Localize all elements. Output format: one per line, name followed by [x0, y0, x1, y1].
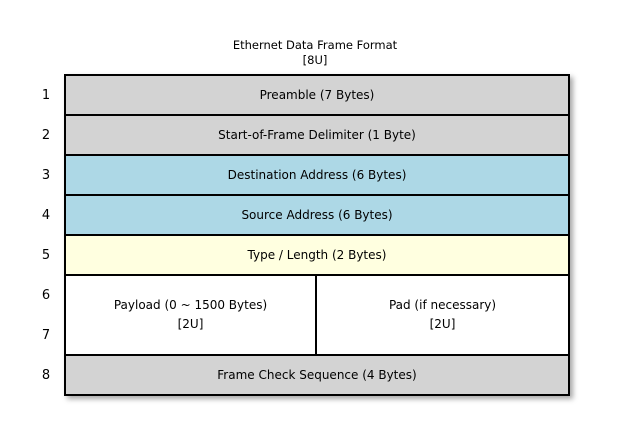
pad-units: [2U] — [429, 317, 456, 331]
row-number: 7 — [41, 328, 51, 343]
row-number: 6 — [41, 288, 51, 303]
row-number: 5 — [41, 247, 51, 263]
payload-label: Payload (0 ~ 1500 Bytes) — [113, 298, 268, 312]
row-label: Type / Length (2 Bytes) — [247, 248, 387, 262]
diagram-title: Ethernet Data Frame Format — [232, 38, 398, 52]
row-number: 1 — [41, 87, 51, 103]
pad-cell: Pad (if necessary) [2U] — [317, 276, 568, 354]
row-type-length: 5 Type / Length (2 Bytes) — [42, 236, 568, 276]
row-frame-check-sequence: 8 Frame Check Sequence (4 Bytes) — [42, 356, 568, 394]
row-label: Destination Address (6 Bytes) — [227, 168, 407, 182]
diagram-subtitle: [8U] — [302, 53, 328, 67]
row-source-address: 4 Source Address (6 Bytes) — [42, 196, 568, 236]
diagram-title-block: Ethernet Data Frame Format [8U] — [64, 38, 566, 68]
row-payload-pad: 6 7 Payload (0 ~ 1500 Bytes) [2U] Pad (i… — [42, 276, 568, 356]
payload-cell: Payload (0 ~ 1500 Bytes) [2U] — [66, 276, 317, 354]
pad-label: Pad (if necessary) — [388, 298, 497, 312]
row-preamble: 1 Preamble (7 Bytes) — [42, 76, 568, 116]
row-number: 8 — [41, 367, 51, 383]
row-number: 4 — [41, 207, 51, 223]
row-label: Frame Check Sequence (4 Bytes) — [217, 368, 417, 382]
row-label: Preamble (7 Bytes) — [259, 88, 375, 102]
row-number: 3 — [41, 167, 51, 183]
row-label: Source Address (6 Bytes) — [241, 208, 393, 222]
frame-format-table: 1 Preamble (7 Bytes) 2 Start-of-Frame De… — [42, 74, 570, 396]
row-destination-address: 3 Destination Address (6 Bytes) — [42, 156, 568, 196]
payload-units: [2U] — [177, 317, 204, 331]
row-label: Start-of-Frame Delimiter (1 Byte) — [218, 128, 416, 142]
row-number: 2 — [41, 127, 51, 143]
row-sfd: 2 Start-of-Frame Delimiter (1 Byte) — [42, 116, 568, 156]
